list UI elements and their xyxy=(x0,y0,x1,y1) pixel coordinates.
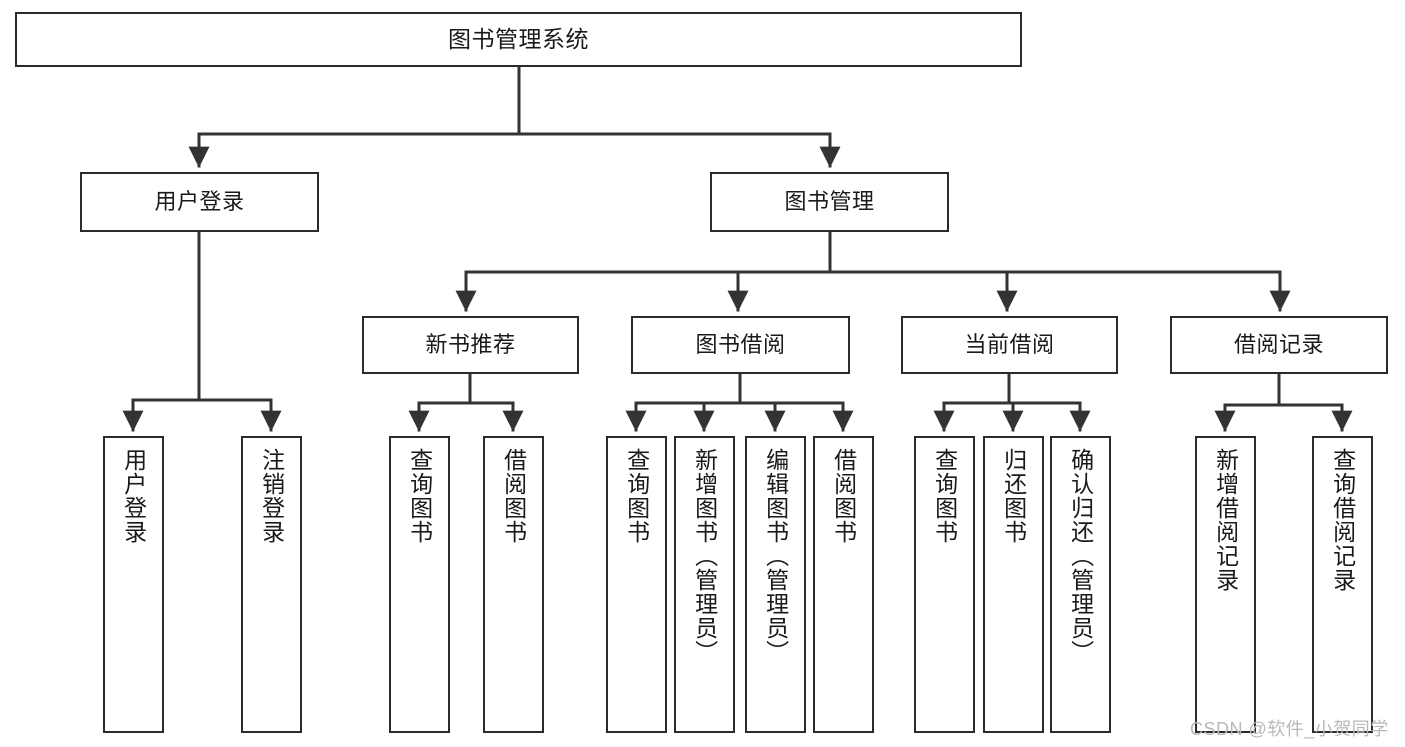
node-leaf-user-login-label: 用户登录 xyxy=(120,448,147,544)
node-leaf-borrow-book[interactable]: 借阅图书 xyxy=(813,436,874,733)
node-leaf-add-borrow-record[interactable]: 新增借阅记录 xyxy=(1195,436,1256,733)
node-book-borrow[interactable]: 图书借阅 xyxy=(631,316,850,374)
node-leaf-query-book-borrow-label: 查询图书 xyxy=(623,448,650,544)
node-leaf-borrow-book-newbook[interactable]: 借阅图书 xyxy=(483,436,544,733)
node-leaf-add-book-admin[interactable]: 新增图书（管理员） xyxy=(674,436,735,733)
node-leaf-query-book-newbook[interactable]: 查询图书 xyxy=(389,436,450,733)
node-leaf-query-book-current[interactable]: 查询图书 xyxy=(914,436,975,733)
node-leaf-logout-label: 注销登录 xyxy=(258,448,285,544)
node-leaf-borrow-book-label: 借阅图书 xyxy=(830,448,857,544)
node-book-management[interactable]: 图书管理 xyxy=(710,172,949,232)
node-current-borrow[interactable]: 当前借阅 xyxy=(901,316,1118,374)
node-leaf-query-borrow-record-label: 查询借阅记录 xyxy=(1329,448,1356,592)
node-leaf-confirm-return-admin[interactable]: 确认归还（管理员） xyxy=(1050,436,1111,733)
node-leaf-edit-book-admin[interactable]: 编辑图书（管理员） xyxy=(745,436,806,733)
node-book-borrow-label: 图书借阅 xyxy=(695,332,786,358)
node-leaf-query-borrow-record[interactable]: 查询借阅记录 xyxy=(1312,436,1373,733)
node-leaf-query-book-borrow[interactable]: 查询图书 xyxy=(606,436,667,733)
node-new-book-recommend[interactable]: 新书推荐 xyxy=(362,316,579,374)
node-leaf-add-book-admin-label: 新增图书（管理员） xyxy=(691,448,718,664)
node-root[interactable]: 图书管理系统 xyxy=(15,12,1022,67)
node-leaf-borrow-book-newbook-label: 借阅图书 xyxy=(500,448,527,544)
node-root-label: 图书管理系统 xyxy=(448,26,589,53)
node-leaf-confirm-return-admin-label: 确认归还（管理员） xyxy=(1067,448,1094,664)
node-leaf-query-book-current-label: 查询图书 xyxy=(931,448,958,544)
node-leaf-query-book-newbook-label: 查询图书 xyxy=(406,448,433,544)
node-borrow-records-label: 借阅记录 xyxy=(1233,332,1324,358)
node-book-management-label: 图书管理 xyxy=(784,189,875,215)
node-user-login-label: 用户登录 xyxy=(154,189,245,215)
node-borrow-records[interactable]: 借阅记录 xyxy=(1170,316,1388,374)
node-user-login[interactable]: 用户登录 xyxy=(80,172,319,232)
node-leaf-add-borrow-record-label: 新增借阅记录 xyxy=(1212,448,1239,592)
node-current-borrow-label: 当前借阅 xyxy=(964,332,1055,358)
node-leaf-edit-book-admin-label: 编辑图书（管理员） xyxy=(762,448,789,664)
node-leaf-return-book[interactable]: 归还图书 xyxy=(983,436,1044,733)
node-leaf-user-login[interactable]: 用户登录 xyxy=(103,436,164,733)
node-new-book-recommend-label: 新书推荐 xyxy=(425,332,516,358)
node-leaf-return-book-label: 归还图书 xyxy=(1000,448,1027,544)
node-leaf-logout[interactable]: 注销登录 xyxy=(241,436,302,733)
